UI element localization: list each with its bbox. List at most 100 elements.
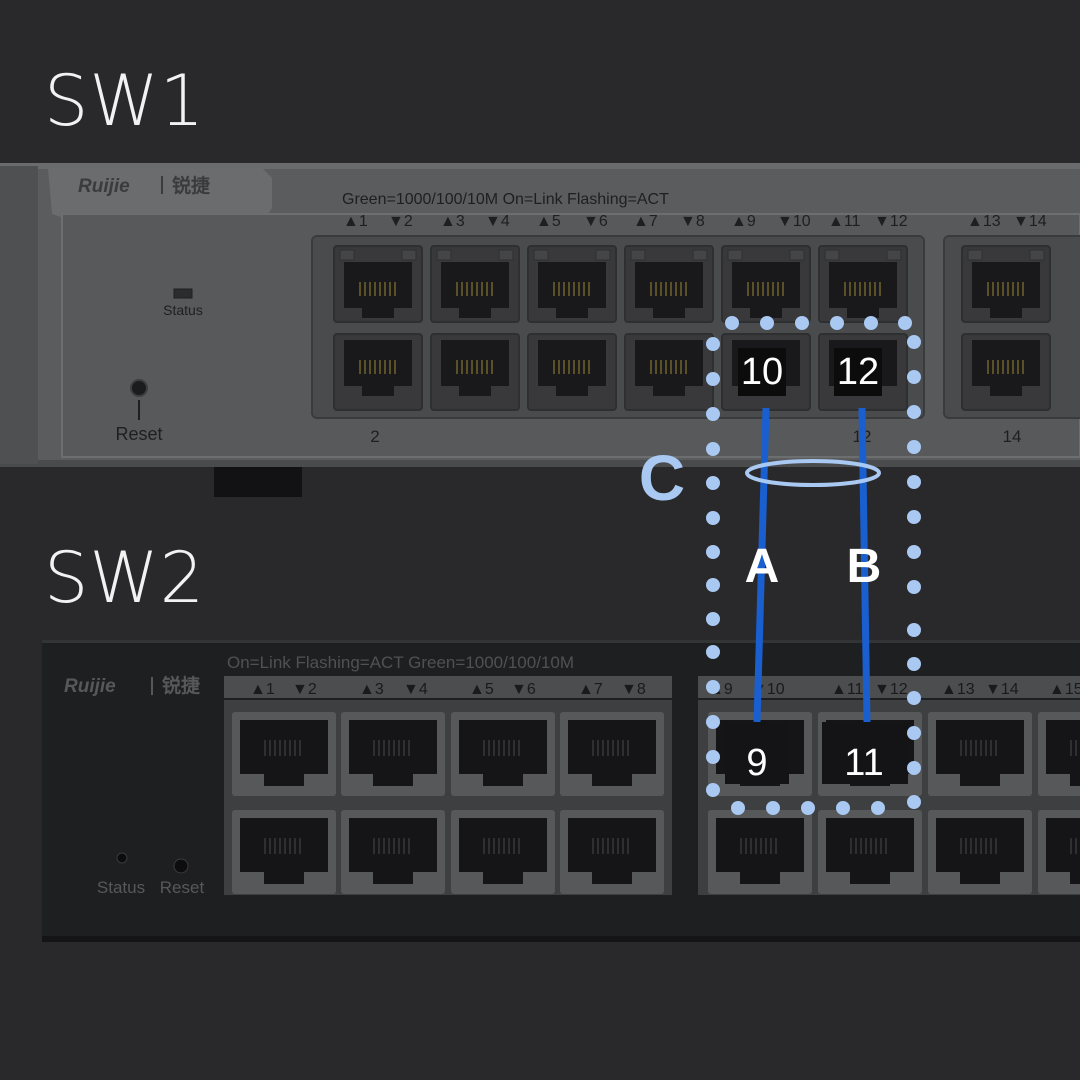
port-led <box>339 249 355 261</box>
rj45-port[interactable] <box>818 810 922 894</box>
highlight-dot <box>706 715 720 729</box>
sw1-port-label: ▲1 <box>343 213 368 230</box>
port-led <box>533 249 549 261</box>
port-led <box>692 249 708 261</box>
sw1-port-number-label: 2 <box>370 427 379 446</box>
highlight-dot <box>864 316 878 330</box>
highlight-dot <box>907 795 921 809</box>
sw1-port-12-label: 12 <box>837 351 879 393</box>
sw1-port-label: ▼6 <box>583 213 608 230</box>
highlight-dot <box>706 407 720 421</box>
port-led <box>967 249 983 261</box>
rj45-port[interactable] <box>624 333 714 411</box>
rj45-port[interactable] <box>333 333 423 411</box>
sw1-reset-label: Reset <box>115 424 162 444</box>
rj45-port[interactable] <box>527 245 617 323</box>
sw1-reset-button[interactable] <box>130 379 148 397</box>
rj45-port[interactable] <box>232 810 336 894</box>
rj45-port[interactable] <box>1038 810 1080 894</box>
rj45-port[interactable] <box>560 712 664 796</box>
sw1-port-label: ▼8 <box>680 213 705 230</box>
aggregation-dotted-frame <box>706 316 921 815</box>
sw1-port-12-highlight <box>834 348 882 396</box>
highlight-dot <box>907 335 921 349</box>
rj45-port[interactable] <box>928 712 1032 796</box>
rj45-port[interactable] <box>624 245 714 323</box>
sw1-rack-foot <box>214 467 302 497</box>
aggregate-ring <box>745 459 881 487</box>
sw1-port-label: ▼10 <box>777 213 811 230</box>
port-led <box>727 249 743 261</box>
highlight-dot <box>706 545 720 559</box>
highlight-dot <box>801 801 815 815</box>
highlight-dot <box>907 370 921 384</box>
sw2-port-label: ▲11 <box>831 681 864 698</box>
sw1-brand-cjk: 锐捷 <box>172 174 211 197</box>
rj45-port[interactable] <box>341 712 445 796</box>
sw2-brand-logo: Ruijie <box>64 676 116 697</box>
rj45-port[interactable] <box>527 333 617 411</box>
sw1-port-number-label: 14 <box>1003 427 1022 446</box>
highlight-dot <box>830 316 844 330</box>
rj45-port[interactable] <box>961 245 1051 323</box>
rj45-port[interactable] <box>451 712 555 796</box>
highlight-dot <box>706 612 720 626</box>
highlight-dot <box>760 316 774 330</box>
rj45-port[interactable] <box>430 333 520 411</box>
highlight-dot <box>706 645 720 659</box>
highlight-dot <box>907 405 921 419</box>
highlight-dot <box>725 316 739 330</box>
sw2-status-led <box>116 852 128 864</box>
rj45-port[interactable] <box>1038 712 1080 796</box>
rj45-port[interactable] <box>341 810 445 894</box>
sw1-port-label: ▼14 <box>1013 213 1047 230</box>
rj45-port[interactable] <box>560 810 664 894</box>
rj45-port[interactable] <box>430 245 520 323</box>
sw1-port-label: ▲3 <box>440 213 465 230</box>
highlight-dot <box>706 511 720 525</box>
sw1-port-label: ▼12 <box>874 213 908 230</box>
highlight-dot <box>907 440 921 454</box>
sw2-reset-button[interactable] <box>173 858 189 874</box>
highlight-dot <box>706 442 720 456</box>
sw1-port-label: ▼2 <box>388 213 413 230</box>
sw2-label-strip-2 <box>698 676 1080 698</box>
aggregate-label-c: C <box>639 442 685 514</box>
highlight-dot <box>706 578 720 592</box>
rj45-port[interactable] <box>928 810 1032 894</box>
rj45-port[interactable] <box>818 245 908 323</box>
sw2-port-9-label: 9 <box>746 742 767 784</box>
sw2-port-label: ▼14 <box>985 681 1019 698</box>
rj45-port[interactable] <box>721 245 811 323</box>
sw2-port-label: ▼6 <box>511 681 536 698</box>
sw2-label-strip-1 <box>224 676 672 698</box>
rj45-port[interactable] <box>961 333 1051 411</box>
port-led <box>436 249 452 261</box>
switch-sw1: Ruijie 锐捷 Green=1000/100/10M On=Link Fla… <box>0 163 1080 497</box>
rj45-port[interactable] <box>232 712 336 796</box>
sw2-port-label: ▼12 <box>874 681 908 698</box>
sw1-status-led <box>173 288 193 299</box>
highlight-dot <box>907 580 921 594</box>
highlight-dot <box>907 510 921 524</box>
sw2-port-label: ▲1 <box>250 681 275 698</box>
highlight-dot <box>907 475 921 489</box>
port-led <box>595 249 611 261</box>
rj45-port[interactable] <box>708 810 812 894</box>
rj45-port[interactable] <box>333 245 423 323</box>
port-led <box>789 249 805 261</box>
sw2-brand-cjk: 锐捷 <box>162 674 201 697</box>
highlight-dot <box>706 476 720 490</box>
rj45-port[interactable] <box>451 810 555 894</box>
highlight-dot <box>795 316 809 330</box>
sw2-port-label: ▲7 <box>578 681 603 698</box>
highlight-dot <box>907 761 921 775</box>
sw1-port-label: ▼4 <box>485 213 510 230</box>
sw2-port-9-highlight <box>725 722 789 784</box>
link-overlay: 10 12 9 11 C A B <box>639 316 921 815</box>
port-led <box>886 249 902 261</box>
port-led <box>498 249 514 261</box>
sw2-port-11-highlight <box>822 722 908 784</box>
sw2-reset-label: Reset <box>160 878 205 897</box>
